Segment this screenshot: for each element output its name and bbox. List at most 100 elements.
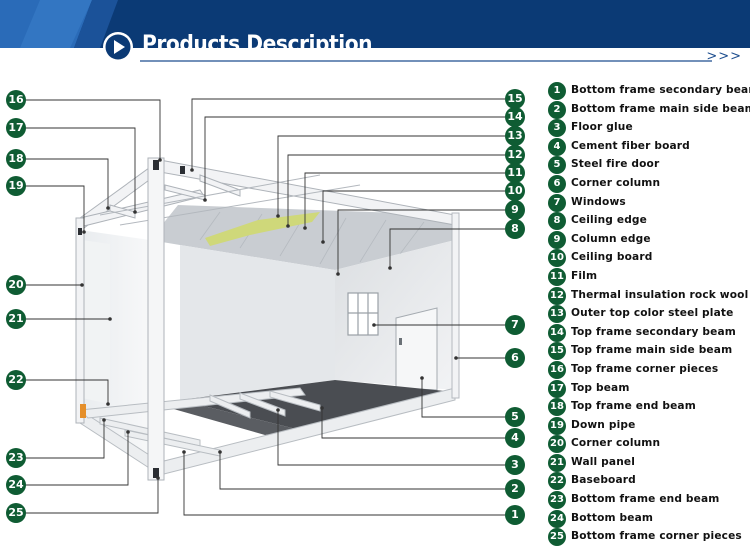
legend-number: 16 [548,360,566,379]
legend-label: Baseboard [571,474,636,487]
corner-column-left [75,217,85,424]
legend-item: 10 Ceiling board [548,249,750,268]
callout-14: 14 [505,107,525,127]
legend-label: Bottom frame corner pieces [571,530,742,543]
legend-number: 20 [548,435,566,454]
window [347,292,379,336]
legend-number: 19 [548,416,566,435]
callout-15: 15 [505,89,525,109]
legend-item: 23 Bottom frame end beam [548,491,750,510]
callout-10: 10 [505,181,525,201]
legend-label: Ceiling edge [571,214,648,227]
header-banner: Products Description >>> [0,0,750,68]
legend-label: Top frame end beam [571,400,696,413]
legend-number: 14 [548,323,566,342]
legend-number: 12 [548,286,566,305]
callout-9: 9 [505,200,525,220]
legend-label: Wall panel [571,455,635,468]
legend-number: 5 [548,156,566,175]
legend-number: 22 [548,472,566,491]
legend-number: 8 [548,212,566,231]
play-icon [103,32,133,62]
legend-label: Cement fiber board [571,139,690,152]
legend-number: 25 [548,528,566,547]
legend-number: 7 [548,193,566,212]
callout-18: 18 [6,149,26,169]
rock-wool [205,212,320,246]
legend-number: 15 [548,342,566,361]
legend-item: 4 Cement fiber board [548,137,750,157]
corner-column-front [147,157,165,481]
legend-label: Floor glue [571,121,633,134]
legend-number: 10 [548,249,566,268]
legend-item: 12 Thermal insulation rock wool [548,286,750,306]
legend-item: 5 Steel fire door [548,156,750,175]
legend-item: 22 Baseboard [548,472,750,491]
legend-item: 25 Bottom frame corner pieces [548,528,750,547]
callout-23: 23 [6,448,26,468]
legend-label: Corner column [571,176,661,189]
callout-24: 24 [6,475,26,495]
callout-20: 20 [6,275,26,295]
legend-label: Film [571,269,598,282]
legend-number: 23 [548,491,566,510]
legend-item: 15 Top frame main side beam [548,342,750,361]
legend-item: 6 Corner column [548,174,750,194]
corner-column-right [451,212,460,399]
legend-label: Top frame corner pieces [571,362,719,375]
legend-item: 3 Floor glue [548,119,750,138]
legend-label: Top frame main side beam [571,344,733,357]
legend-label: Top beam [571,381,630,394]
callout-13: 13 [505,126,525,146]
steel-door [395,307,438,391]
legend-label: Corner column [571,437,661,450]
callout-12: 12 [505,145,525,165]
legend-label: Bottom frame end beam [571,493,720,506]
callout-11: 11 [505,163,525,183]
legend-number: 11 [548,267,566,286]
legend-item: 24 Bottom beam [548,509,750,529]
legend-number: 6 [548,174,566,193]
callout-6: 6 [505,348,525,368]
callout-19: 19 [6,176,26,196]
legend-label: Steel fire door [571,158,660,171]
page-title: Products Description [142,32,373,57]
legend-label: Thermal insulation rock wool [571,288,749,301]
legend-label: Ceiling board [571,251,653,264]
legend-number: 9 [548,230,566,249]
container-diagram [25,98,505,516]
legend-item: 14 Top frame secondary beam [548,323,750,343]
legend-number: 2 [548,100,566,119]
legend-item: 8 Ceiling edge [548,212,750,231]
legend-label: Bottom beam [571,511,654,524]
legend-item: 20 Corner column [548,435,750,454]
legend-item: 16 Top frame corner pieces [548,360,750,380]
callout-4: 4 [505,428,525,448]
callout-21: 21 [6,309,26,329]
legend-number: 3 [548,119,566,138]
legend-number: 24 [548,509,566,528]
ceiling-board [150,205,455,270]
legend-item: 17 Top beam [548,379,750,399]
long-wall [180,245,335,400]
callout-7: 7 [505,315,525,335]
legend-number: 17 [548,379,566,398]
legend-label: Bottom frame secondary beam [571,84,750,96]
callout-3: 3 [505,455,525,475]
legend-item: 19 Down pipe [548,416,750,436]
legend-label: Column edge [571,232,651,245]
legend-label: Down pipe [571,418,636,431]
legend-number: 4 [548,137,566,156]
callout-17: 17 [6,118,26,138]
callout-5: 5 [505,407,525,427]
legend-label: Outer top color steel plate [571,307,734,320]
decorative-arrows: >>> [706,49,742,64]
callout-16: 16 [6,90,26,110]
legend-label: Top frame secondary beam [571,325,736,338]
